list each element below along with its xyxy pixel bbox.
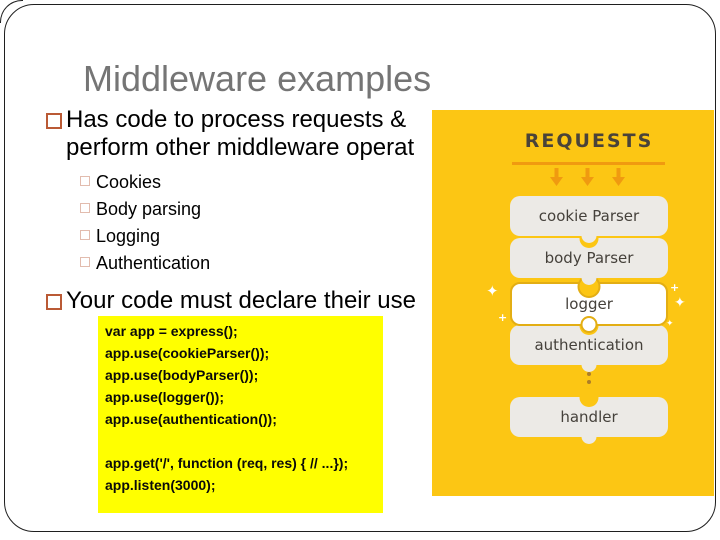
middleware-block-authentication: authentication <box>510 325 668 365</box>
sub-bullet-authentication: Authentication <box>80 253 210 273</box>
sub-bullet-square-icon <box>80 230 90 240</box>
bullet-text: Has code to process requests & perform o… <box>66 106 415 161</box>
sub-bullet-body-parsing: Body parsing <box>80 199 201 219</box>
bullet-square-icon <box>46 113 62 129</box>
slide-frame <box>4 4 716 532</box>
sparkle-icon: + <box>498 311 508 324</box>
bullet-item-has-code: Has code to process requests & perform o… <box>46 106 414 162</box>
code-line: app.use(cookieParser()); <box>105 345 270 361</box>
down-arrows-icon <box>512 162 665 186</box>
bullet-square-icon <box>46 294 62 310</box>
sub-bullet-logging: Logging <box>80 226 160 246</box>
code-line: app.use(logger()); <box>105 389 224 405</box>
middleware-block-body-parser: body Parser <box>510 238 668 278</box>
sub-bullet-cookies: Cookies <box>80 172 161 192</box>
sparkle-icon: ✦ <box>666 319 674 329</box>
code-line: var app = express(); <box>105 323 238 339</box>
sub-bullet-square-icon <box>80 257 90 267</box>
corner-decoration <box>0 0 23 23</box>
sub-bullet-square-icon <box>80 176 90 186</box>
code-line: app.use(bodyParser()); <box>105 367 259 383</box>
middleware-block-handler: handler <box>510 397 668 437</box>
code-line: app.get('/', function (req, res) { // ..… <box>105 455 349 471</box>
code-line: app.listen(3000); <box>105 477 216 493</box>
middleware-flow-diagram: REQUESTS cookie Parser body Parser logge… <box>432 110 714 496</box>
bullet-text: Your code must declare their use <box>66 287 416 314</box>
code-line: app.use(authentication()); <box>105 411 277 427</box>
middleware-block-cookie-parser: cookie Parser <box>510 196 668 236</box>
sparkle-icon: ✦ <box>674 295 686 311</box>
sub-bullet-square-icon <box>80 203 90 213</box>
middleware-block-logger: logger <box>510 282 668 326</box>
code-snippet-block: var app = express(); app.use(cookieParse… <box>98 316 383 513</box>
diagram-requests-heading: REQUESTS <box>524 130 654 152</box>
sparkle-icon: + <box>670 281 680 294</box>
sparkle-icon: ✦ <box>486 282 499 300</box>
slide-title: Middleware examples <box>83 58 432 99</box>
bullet-item-your-code: Your code must declare their use <box>46 287 416 315</box>
code-line-blank <box>105 430 383 452</box>
